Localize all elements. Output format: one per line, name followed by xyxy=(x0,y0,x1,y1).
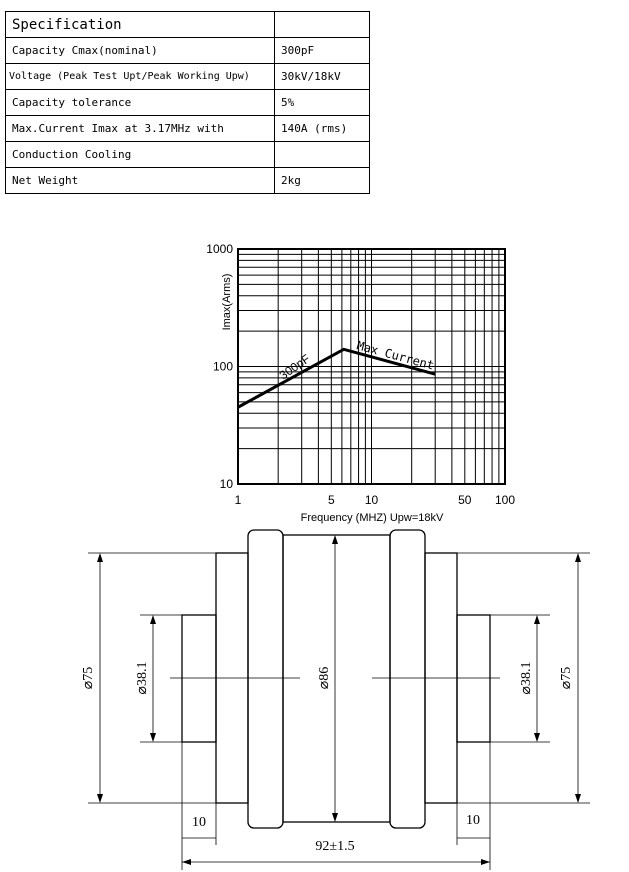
dim-left-length: 10 xyxy=(192,815,206,830)
x-tick-label: 5 xyxy=(328,493,335,507)
y-tick-label: 10 xyxy=(220,477,234,491)
y-tick-label: 1000 xyxy=(206,242,233,256)
x-tick-label: 1 xyxy=(235,493,242,507)
table-row: Conduction Cooling xyxy=(5,141,370,168)
dim-right-length: 10 xyxy=(466,813,480,828)
dim-total-length: 92±1.5 xyxy=(315,839,354,854)
specification-table: Specification Capacity Cmax(nominal)300p… xyxy=(5,11,370,194)
dim-center-diameter: ⌀86 xyxy=(317,667,332,689)
y-axis-label: Imax(Arms) xyxy=(221,274,233,331)
dim-right-outer-diameter: ⌀75 xyxy=(559,667,574,689)
dim-left-outer-diameter: ⌀75 xyxy=(81,667,96,689)
y-tick-label: 100 xyxy=(213,360,233,374)
spec-title: Specification xyxy=(5,11,275,38)
x-axis-label: Frequency (MHZ) Upw=18kV xyxy=(301,512,444,524)
x-tick-label: 100 xyxy=(495,493,515,507)
dim-left-terminal-diameter: ⌀38.1 xyxy=(135,662,150,695)
x-tick-label: 10 xyxy=(365,493,379,507)
table-row: Voltage (Peak Test Upt/Peak Working Upw)… xyxy=(5,63,370,90)
dim-right-terminal-diameter: ⌀38.1 xyxy=(519,662,534,695)
capacitor-drawing xyxy=(88,529,590,870)
x-tick-label: 50 xyxy=(458,493,472,507)
series-line xyxy=(237,347,436,409)
plot-frame xyxy=(237,248,506,485)
